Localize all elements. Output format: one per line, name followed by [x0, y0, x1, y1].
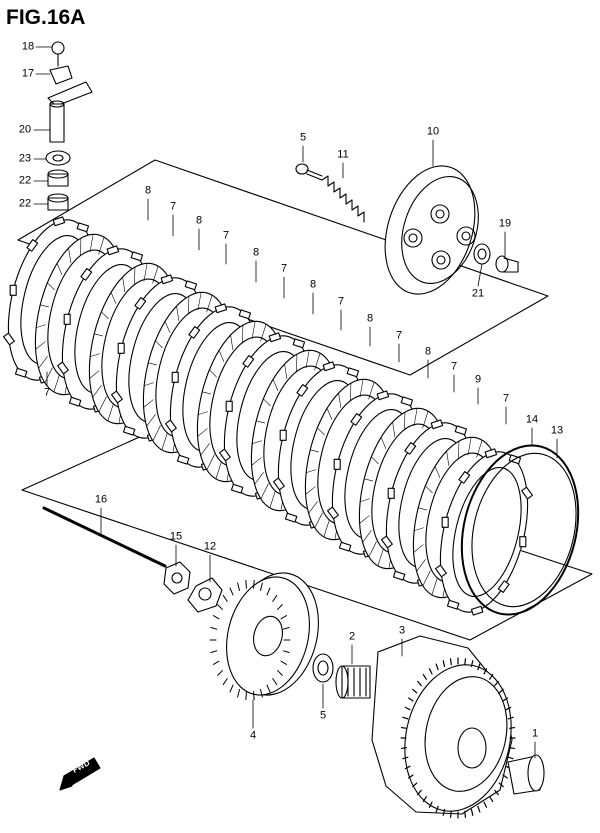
callout-22-upper: 22 [18, 174, 32, 187]
fwd-arrow [59, 757, 101, 791]
release-arm-bolt [51, 41, 65, 67]
callout-18: 18 [21, 40, 35, 53]
callout-8-a: 8 [144, 184, 152, 197]
callout-7-e: 7 [395, 329, 403, 342]
needle-bearing [335, 665, 371, 699]
callout-7-f: 7 [450, 360, 458, 373]
spacer-bush [507, 754, 545, 795]
callout-23: 23 [18, 152, 32, 165]
sleeve-hub-splines [209, 579, 291, 701]
callout-21: 21 [471, 287, 485, 300]
callout-11: 11 [337, 148, 349, 161]
callout-8-f: 8 [424, 345, 432, 358]
release-arm [47, 65, 93, 107]
callout-7-g: 7 [502, 392, 510, 405]
callout-8-d: 8 [309, 278, 317, 291]
bearing-upper [47, 169, 69, 187]
callout-7-b: 7 [222, 229, 230, 242]
callout-1: 1 [531, 727, 539, 740]
callout-8-c: 8 [252, 246, 260, 259]
spring-ring [460, 444, 580, 616]
callout-22-lower: 22 [18, 197, 32, 210]
pressure-plate [384, 165, 479, 295]
spring-bolt [295, 163, 323, 181]
callout-2: 2 [348, 630, 356, 643]
leader-lines [33, 46, 558, 759]
figure-title: FIG.16A [6, 6, 86, 29]
housing-gear-teeth [400, 657, 516, 819]
callout-9: 9 [474, 373, 482, 386]
oil-seal [45, 150, 71, 166]
upper-guide-frame [17, 159, 549, 376]
callout-3: 3 [398, 624, 406, 637]
thrust-washer [312, 653, 334, 683]
callout-16: 16 [94, 493, 108, 506]
clutch-nut [163, 561, 191, 595]
callout-7-a: 7 [169, 200, 177, 213]
callout-10: 10 [426, 125, 440, 138]
callout-17: 17 [21, 67, 35, 80]
callout-20: 20 [18, 123, 32, 136]
callout-7-d: 7 [337, 295, 345, 308]
callout-13: 13 [550, 424, 564, 437]
sleeve-hub [226, 572, 319, 696]
clutch-housing [371, 635, 513, 815]
callout-5-top: 5 [299, 131, 307, 144]
callout-8-e: 8 [366, 312, 374, 325]
callout-8-b: 8 [195, 214, 203, 227]
friction-plate [435, 448, 533, 616]
release-pin [495, 255, 519, 273]
release-bearing [473, 243, 491, 265]
callout-12: 12 [203, 540, 217, 553]
bearing-lower [47, 193, 69, 211]
callout-19: 19 [498, 217, 512, 230]
lower-guide-frame [21, 429, 593, 641]
callout-7-h: 7 [43, 386, 51, 399]
clutch-spring [321, 175, 365, 223]
callout-7-c: 7 [280, 262, 288, 275]
release-shaft [49, 100, 65, 143]
callout-15: 15 [169, 530, 183, 543]
push-rod [42, 506, 167, 568]
clutch-plate-stack [3, 216, 580, 616]
callout-14: 14 [525, 413, 539, 426]
lock-washer [187, 577, 223, 613]
callout-5-bottom: 5 [319, 709, 327, 722]
callout-4: 4 [249, 729, 257, 742]
